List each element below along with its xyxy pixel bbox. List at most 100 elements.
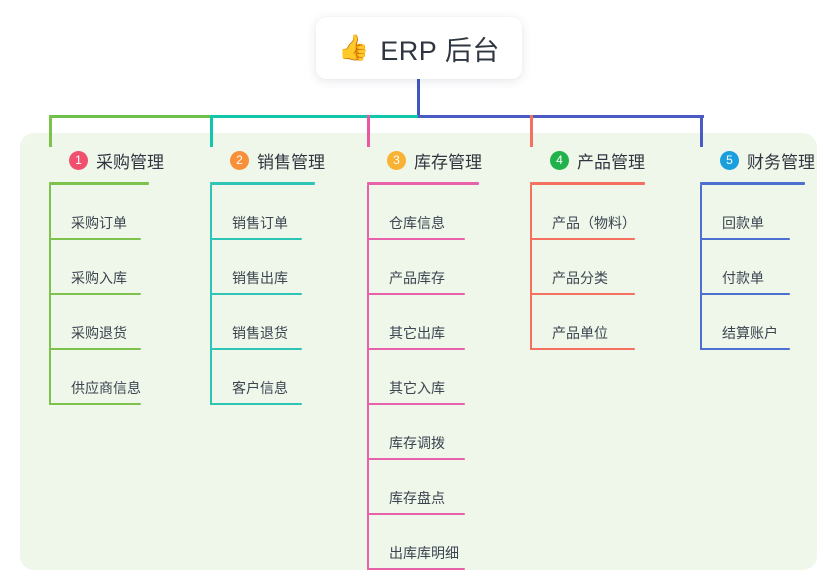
branch-spine <box>49 185 51 405</box>
branch-item[interactable]: 结算账户 <box>700 295 815 350</box>
branch-item[interactable]: 采购订单 <box>49 185 164 240</box>
branch-item-underline <box>367 513 465 515</box>
branch-item-label: 其它出库 <box>389 325 445 341</box>
branch-item-underline <box>367 293 465 295</box>
connector-drop-1 <box>49 115 52 147</box>
branch-item-label: 销售出库 <box>232 270 288 286</box>
branch-item[interactable]: 销售出库 <box>210 240 325 295</box>
branch-item[interactable]: 采购退货 <box>49 295 164 350</box>
branch-item[interactable]: 产品库存 <box>367 240 482 295</box>
thumbs-up-icon: 👍 <box>338 33 370 62</box>
branch-item-label: 销售退货 <box>232 325 288 341</box>
branch-column-2: 2 销售管理销售订单销售出库销售退货客户信息 <box>210 145 325 405</box>
branch-item[interactable]: 库存调拨 <box>367 405 482 460</box>
branch-header-row: 2 销售管理 <box>210 145 325 175</box>
branch-number-badge: 5 <box>720 150 739 170</box>
branch-item-label: 结算账户 <box>722 325 778 341</box>
branch-number-badge: 3 <box>387 150 406 170</box>
branch-title: 产品管理 <box>577 152 645 172</box>
connector-bar-segment-right <box>418 115 704 118</box>
connector-bar-segment-mid <box>211 115 420 118</box>
branch-number-badge: 2 <box>230 150 249 170</box>
branch-item-underline <box>530 238 635 240</box>
branch-column-4: 4 产品管理产品（物料） 产品分类产品单位 <box>530 145 645 350</box>
connector-drop-2 <box>210 115 213 147</box>
branch-item[interactable]: 其它入库 <box>367 350 482 405</box>
branch-column-3: 3 库存管理仓库信息产品库存其它出库其它入库库存调拨库存盘点出库库明细 <box>367 145 482 570</box>
branch-header-row: 1 采购管理 <box>49 145 164 175</box>
root-node-content: 👍 ERP 后台 <box>338 29 500 68</box>
branch-header-row: 5 财务管理 <box>700 145 815 175</box>
branch-item[interactable]: 产品（物料） <box>530 185 645 240</box>
branch-item-label: 供应商信息 <box>71 380 141 396</box>
branch-header-row: 4 产品管理 <box>530 145 645 175</box>
branch-item-underline <box>530 348 635 350</box>
branch-item-underline <box>700 348 790 350</box>
root-node-card[interactable]: 👍 ERP 后台 <box>316 17 522 79</box>
branch-item-label: 付款单 <box>722 270 764 286</box>
root-node-title: ERP 后台 <box>380 35 500 66</box>
branch-item[interactable]: 采购入库 <box>49 240 164 295</box>
branch-item-underline <box>49 293 141 295</box>
branch-item[interactable]: 出库库明细 <box>367 515 482 570</box>
connector-drop-4 <box>530 115 533 147</box>
branch-item-label: 产品单位 <box>552 325 608 341</box>
branch-number-badge: 4 <box>550 150 569 170</box>
branch-item[interactable]: 销售订单 <box>210 185 325 240</box>
branch-items-1: 采购订单采购入库采购退货供应商信息 <box>49 185 164 405</box>
branch-column-1: 1 采购管理采购订单采购入库采购退货供应商信息 <box>49 145 164 405</box>
branch-header-underline <box>49 182 149 185</box>
branch-item-underline <box>49 403 141 405</box>
branch-item[interactable]: 产品单位 <box>530 295 645 350</box>
branch-header-underline <box>367 182 479 185</box>
branch-title: 采购管理 <box>96 152 164 172</box>
branch-item-underline <box>367 403 465 405</box>
branch-header-row: 3 库存管理 <box>367 145 482 175</box>
branch-item-label: 仓库信息 <box>389 215 445 231</box>
branch-item-label: 采购退货 <box>71 325 127 341</box>
branch-header-5[interactable]: 5 财务管理 <box>700 145 815 185</box>
branch-number-badge: 1 <box>69 150 88 170</box>
root-stem <box>417 78 420 118</box>
branch-header-4[interactable]: 4 产品管理 <box>530 145 645 185</box>
branch-items-3: 仓库信息产品库存其它出库其它入库库存调拨库存盘点出库库明细 <box>367 185 482 570</box>
branch-item-underline <box>700 293 790 295</box>
branch-item-label: 库存调拨 <box>389 435 445 451</box>
diagram-panel <box>20 133 817 570</box>
branch-item[interactable]: 库存盘点 <box>367 460 482 515</box>
branch-spine <box>367 185 369 570</box>
branch-items-2: 销售订单销售出库销售退货客户信息 <box>210 185 325 405</box>
branch-spine <box>530 185 532 350</box>
branch-item-label: 产品（物料） <box>552 215 636 231</box>
branch-item-underline <box>210 293 302 295</box>
branch-item-label: 出库库明细 <box>389 545 459 561</box>
branch-items-5: 回款单付款单结算账户 <box>700 185 815 350</box>
branch-item[interactable]: 产品分类 <box>530 240 645 295</box>
branch-header-2[interactable]: 2 销售管理 <box>210 145 325 185</box>
branch-title: 销售管理 <box>257 152 325 172</box>
branch-item-label: 采购入库 <box>71 270 127 286</box>
branch-item[interactable]: 付款单 <box>700 240 815 295</box>
branch-item[interactable]: 回款单 <box>700 185 815 240</box>
branch-item-underline <box>367 458 465 460</box>
branch-item-label: 产品分类 <box>552 270 608 286</box>
branch-item-label: 库存盘点 <box>389 490 445 506</box>
branch-item-underline <box>367 568 465 570</box>
branch-item[interactable]: 其它出库 <box>367 295 482 350</box>
branch-header-1[interactable]: 1 采购管理 <box>49 145 164 185</box>
branch-item[interactable]: 销售退货 <box>210 295 325 350</box>
branch-column-5: 5 财务管理回款单付款单结算账户 <box>700 145 815 350</box>
branch-item[interactable]: 仓库信息 <box>367 185 482 240</box>
branch-item[interactable]: 供应商信息 <box>49 350 164 405</box>
branch-item-label: 其它入库 <box>389 380 445 396</box>
branch-item[interactable]: 客户信息 <box>210 350 325 405</box>
branch-spine <box>700 185 702 350</box>
branch-title: 财务管理 <box>747 152 815 172</box>
branch-item-underline <box>49 238 141 240</box>
branch-title: 库存管理 <box>414 152 482 172</box>
connector-drop-3 <box>367 115 370 147</box>
branch-item-label: 产品库存 <box>389 270 445 286</box>
branch-item-label: 客户信息 <box>232 380 288 396</box>
branch-header-3[interactable]: 3 库存管理 <box>367 145 482 185</box>
